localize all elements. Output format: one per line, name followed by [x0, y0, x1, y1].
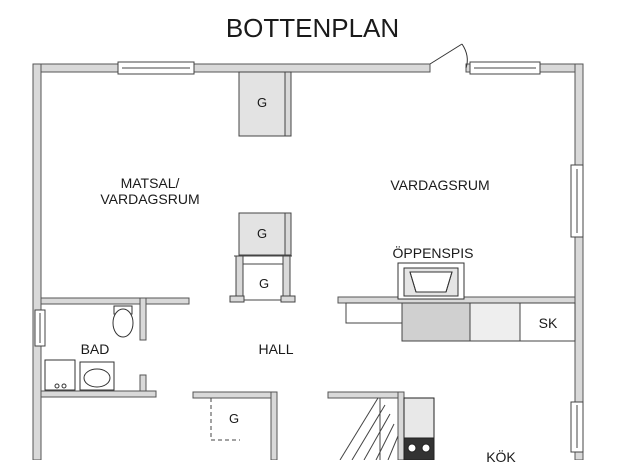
wardrobe-label-mid: G [256, 226, 268, 241]
wardrobe-label-top: G [256, 95, 268, 110]
interior-walls [40, 296, 576, 460]
room-label-fireplace: ÖPPENSPIS [392, 245, 474, 261]
room-label-dining: MATSAL/ VARDAGSRUM [100, 175, 200, 208]
wardrobe-label-lower: G [258, 276, 270, 291]
closet-sk [519, 302, 576, 342]
entry-door [429, 43, 468, 69]
bath-fixtures [44, 305, 134, 391]
sink-basin [83, 368, 111, 388]
room-label-closet: SK [538, 315, 558, 331]
wall-hall-stub [270, 391, 278, 460]
fireplace [397, 262, 465, 300]
room-label-bath: BAD [80, 341, 110, 357]
windows [34, 61, 584, 453]
hall-wardrobe [210, 398, 240, 441]
wardrobes [238, 71, 286, 301]
kitchen-counter [345, 302, 576, 342]
wall-left [32, 63, 42, 460]
wardrobe-top [238, 71, 286, 137]
wall-bath-side [139, 297, 147, 341]
wall-right [574, 63, 584, 460]
shower [44, 359, 76, 391]
plan-title: BOTTENPLAN [225, 13, 400, 43]
wall-bath-bottom [40, 390, 157, 398]
wardrobe-mid [238, 212, 286, 256]
wall-hall-bottom-left [192, 391, 278, 399]
wall-stair-right [397, 391, 405, 460]
room-label-living: VARDAGSRUM [390, 177, 490, 193]
wardrobe-lines [229, 71, 296, 303]
toilet-bowl [112, 308, 134, 338]
wall-top-left [32, 63, 431, 73]
stove [403, 397, 435, 460]
wall-stair-top [327, 391, 401, 399]
wardrobe-label-hall: G [228, 411, 240, 426]
room-label-hall: HALL [258, 341, 294, 357]
wall-bath-top [40, 297, 190, 305]
staircase [339, 397, 399, 460]
room-label-kitchen: KÖK [486, 449, 516, 465]
outer-walls [32, 63, 584, 460]
